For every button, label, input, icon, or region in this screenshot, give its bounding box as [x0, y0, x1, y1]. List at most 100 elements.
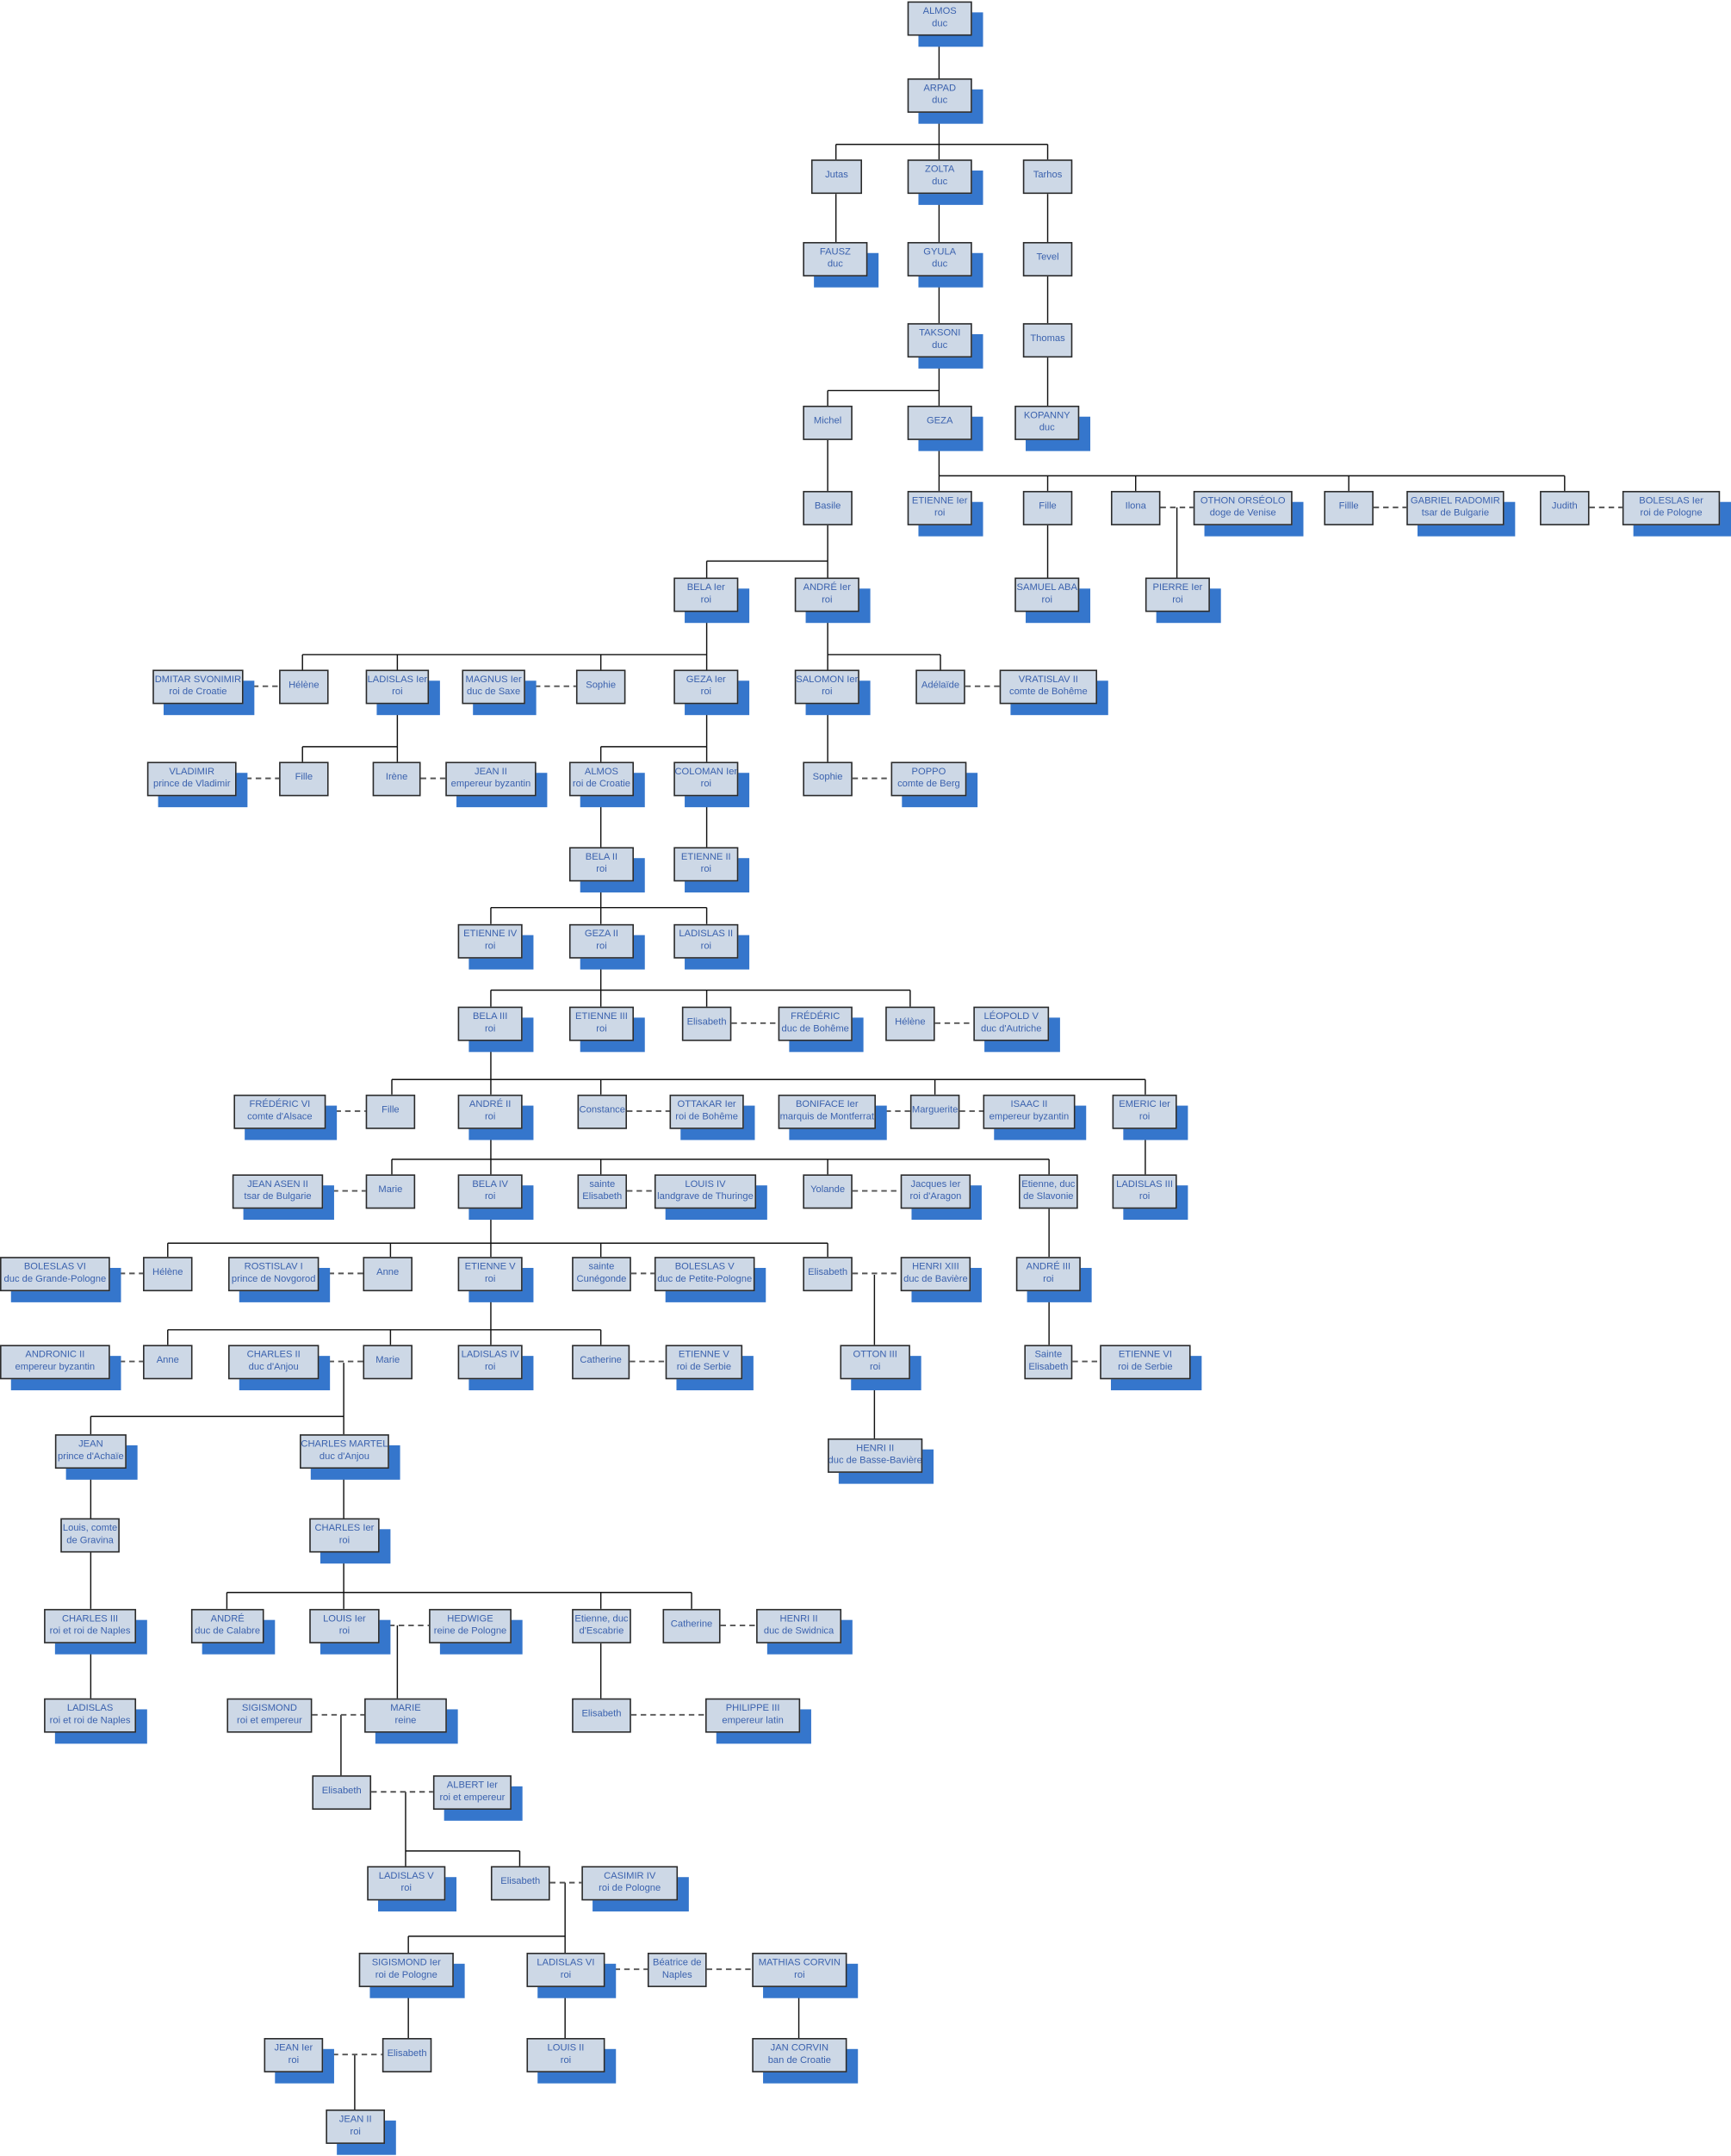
person-name: SAMUEL ABA: [1016, 582, 1077, 593]
person-box: Tarhos: [1022, 159, 1073, 195]
person-name: ALMOS: [584, 767, 619, 778]
person-name: GEZA II: [584, 929, 619, 940]
person-name: JEAN II: [338, 2115, 372, 2125]
person-name: EMERIC Ier: [1119, 1100, 1170, 1110]
person-name: ZOLTA: [925, 165, 955, 175]
person-name: ANDRONIC II: [25, 1350, 85, 1360]
person-title: duc: [932, 95, 948, 106]
person-name: LADISLAS: [66, 1704, 114, 1714]
person-node: Catherine: [662, 1608, 721, 1643]
person-title: comte de Berg: [897, 779, 960, 789]
person-name: SIGISMOND: [241, 1704, 297, 1714]
person-node: Catherine: [572, 1345, 630, 1380]
person-box: Fille: [365, 1094, 416, 1129]
person-title: duc: [932, 177, 948, 187]
person-name: Elisabeth: [808, 1268, 848, 1278]
person-title: roi: [596, 1023, 607, 1034]
person-title: prince de Novgorod: [231, 1274, 316, 1284]
person-title: duc: [1039, 422, 1055, 433]
person-title: roi: [392, 687, 403, 697]
person-title: roi: [596, 941, 607, 951]
person-title: empereur latin: [722, 1715, 784, 1725]
person-name: LADISLAS II: [679, 929, 734, 940]
person-node: Marguerite: [909, 1094, 960, 1129]
person-box: Elisabeth: [803, 1257, 853, 1292]
person-name: ARPAD: [923, 84, 957, 94]
person-title: duc d'Autriche: [980, 1023, 1042, 1034]
person-title: duc d'Anjou: [319, 1451, 369, 1462]
person-name: Elisabeth: [321, 1786, 362, 1797]
person-name: LADISLAS IV: [461, 1350, 519, 1360]
person-name: ETIENNE III: [575, 1012, 628, 1022]
person-name: LADISLAS III: [1116, 1179, 1174, 1190]
person-name: BELA III: [472, 1012, 508, 1022]
person-name: KOPANNY: [1023, 411, 1070, 421]
person-name: PHILIPPE III: [725, 1704, 780, 1714]
person-title: duc de Bavière: [903, 1274, 968, 1284]
person-node: Thomas: [1022, 323, 1073, 358]
person-name: HENRI II: [779, 1614, 818, 1625]
person-title: comte d'Alsace: [247, 1111, 313, 1121]
person-box: Adélaïde: [915, 669, 965, 705]
person-name: Jacques Ier: [910, 1179, 961, 1190]
person-node: Fillle: [1324, 490, 1374, 525]
person-node: Jutas: [810, 159, 863, 195]
person-node: Elisabeth: [572, 1698, 631, 1733]
person-name: Irène: [385, 773, 408, 783]
person-box: Basile: [803, 490, 853, 525]
person-name: JAN CORVIN: [770, 2043, 829, 2053]
person-name: Marie: [378, 1185, 403, 1196]
person-node: Adélaïde: [915, 669, 965, 705]
person-node: Constance: [577, 1094, 628, 1129]
person-title: roi et roi de Naples: [49, 1625, 131, 1637]
person-node: Sophie: [803, 761, 853, 797]
person-title: roi: [869, 1362, 881, 1372]
person-title: roi: [484, 941, 496, 951]
person-name: Michel: [813, 417, 842, 427]
person-name: BELA Ier: [686, 582, 725, 593]
person-title: roi: [560, 2054, 572, 2066]
person-name: VRATISLAV II: [1018, 674, 1078, 686]
person-name: Louis, comte: [62, 1523, 118, 1534]
person-title: duc de Swidnica: [763, 1625, 834, 1637]
person-name: Marguerite: [911, 1105, 959, 1116]
person-title: duc de Basse-Bavière: [828, 1455, 922, 1466]
